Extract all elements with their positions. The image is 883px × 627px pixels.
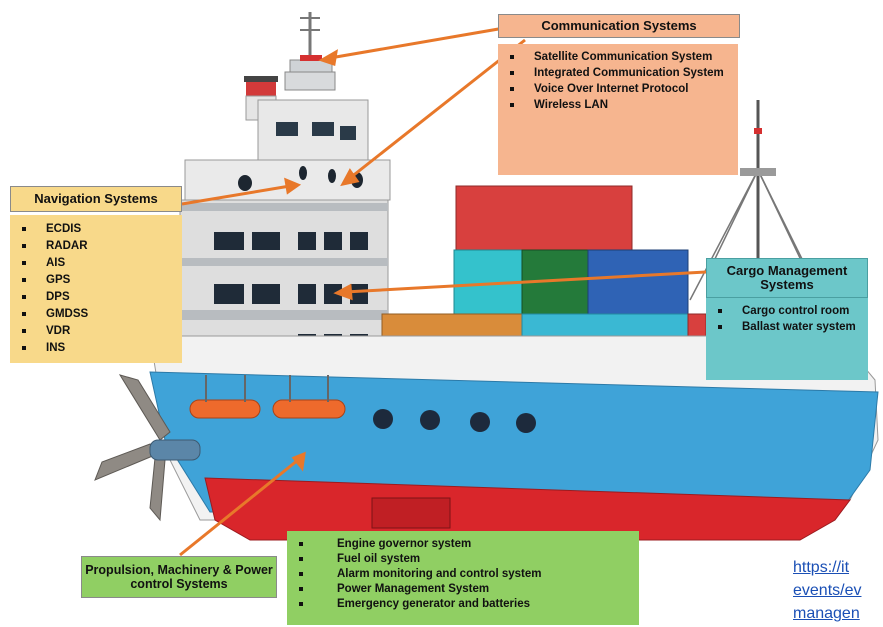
list-item: Voice Over Internet Protocol [508,82,730,96]
navigation-systems-list: ECDIS RADAR AIS GPS DPS GMDSS VDR INS [10,215,182,363]
source-link-line[interactable]: events/ev [793,582,862,599]
propulsion-systems-title: Propulsion, Machinery & Power control Sy… [81,556,277,598]
bridge-mast [284,12,336,91]
communication-systems-list: Satellite Communication System Integrate… [498,44,738,175]
cargo-management-systems-title: Cargo Management Systems [706,258,868,298]
list-item: Satellite Communication System [508,50,730,64]
communication-systems-title: Communication Systems [498,14,740,38]
list-item: Fuel oil system [297,552,631,566]
superstructure [179,99,391,352]
list-item: Ballast water system [716,320,860,334]
source-link-line[interactable]: managen [793,605,860,622]
list-item: Power Management System [297,582,631,596]
propeller [94,374,201,522]
list-item: DPS [20,290,174,304]
list-item: GMDSS [20,307,174,321]
list-item: Alarm monitoring and control system [297,567,631,581]
list-item: Engine governor system [297,537,631,551]
list-item: ECDIS [20,222,174,236]
list-item: Emergency generator and batteries [297,597,631,611]
source-link-line[interactable]: https://it [793,559,850,576]
navigation-systems-title: Navigation Systems [10,186,182,212]
list-item: AIS [20,256,174,270]
arrows [179,25,707,557]
list-item: GPS [20,273,174,287]
list-item: RADAR [20,239,174,253]
cargo-management-systems-list: Cargo control room Ballast water system [706,298,868,380]
list-item: INS [20,341,174,355]
list-item: Integrated Communication System [508,66,730,80]
list-item: Cargo control room [716,304,860,318]
list-item: Wireless LAN [508,98,730,112]
source-link[interactable]: https://it events/ev managen [793,556,883,627]
hull [149,335,879,541]
list-item: VDR [20,324,174,338]
propulsion-systems-list: Engine governor system Fuel oil system A… [287,531,639,625]
